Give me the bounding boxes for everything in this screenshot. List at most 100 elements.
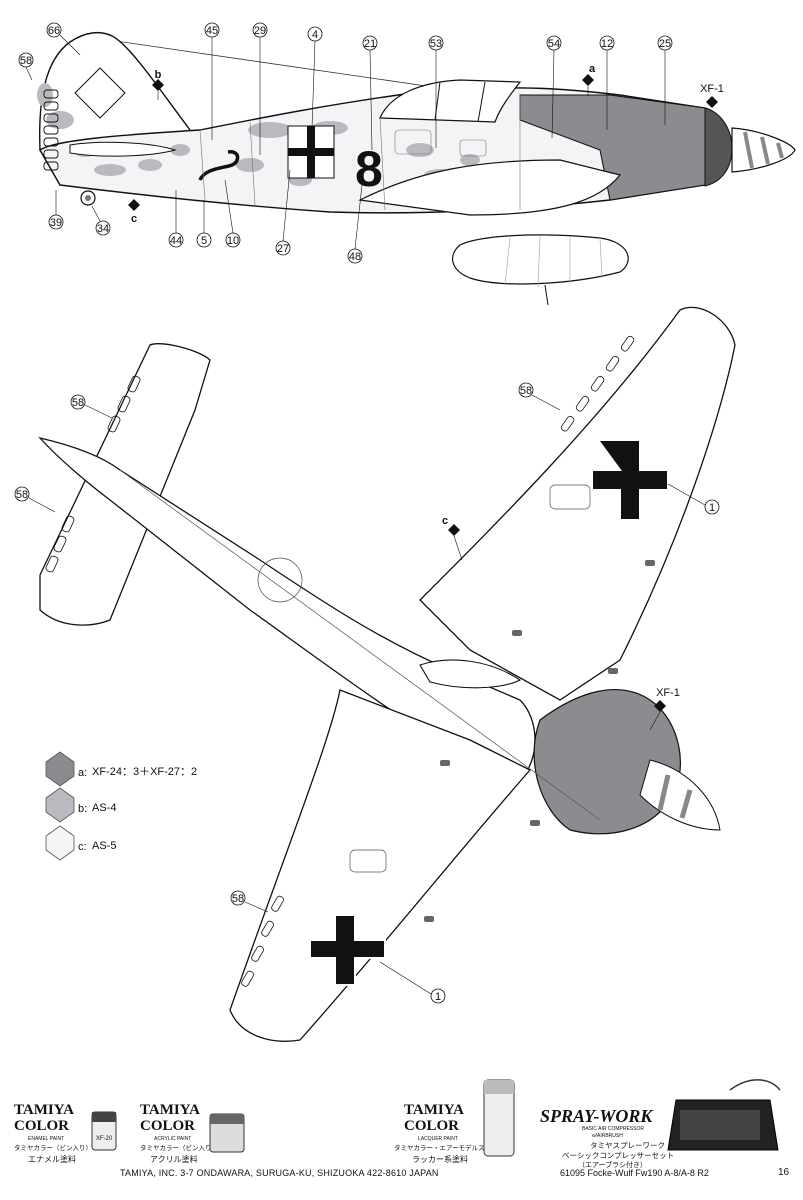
callout-1-lower: 1 — [379, 961, 446, 1004]
svg-text:1: 1 — [435, 991, 441, 1003]
svg-text:4: 4 — [312, 29, 318, 41]
svg-text:c: c — [131, 213, 137, 225]
svg-text:AS-5: AS-5 — [92, 840, 116, 852]
footer-address: TAMIYA, INC. 3-7 ONDAWARA, SURUGA-KU, SH… — [120, 1168, 439, 1178]
svg-text:ラッカー系塗料: ラッカー系塗料 — [412, 1154, 468, 1164]
svg-text:45: 45 — [206, 25, 218, 37]
callout-58-lower-wing: 58 — [230, 890, 269, 913]
callout-44: 44 — [168, 190, 184, 248]
callout-34: 34 — [91, 205, 111, 236]
color-tag-c-top: c — [442, 515, 463, 561]
svg-text:XF-24：3＋XF-27：2: XF-24：3＋XF-27：2 — [92, 766, 197, 778]
svg-text:c:: c: — [78, 841, 87, 853]
svg-text:ENAMEL PAINT: ENAMEL PAINT — [28, 1136, 64, 1142]
svg-text:10: 10 — [227, 235, 239, 247]
callout-5: 5 — [196, 200, 212, 248]
side-view-callouts: 58 66 45 29 4 21 53 54 12 25 39 34 44 5 … — [18, 22, 724, 264]
svg-text:a:: a: — [78, 767, 87, 779]
svg-text:58: 58 — [232, 893, 244, 905]
svg-text:LACQUER PAINT: LACQUER PAINT — [418, 1136, 458, 1142]
svg-text:（エアーブラシ付き）: （エアーブラシ付き） — [578, 1160, 647, 1169]
fuselage-cross — [287, 125, 335, 179]
callout-58-wing: 58 — [518, 382, 561, 411]
svg-text:TAMIYA: TAMIYA — [140, 1102, 200, 1118]
callout-66: 66 — [46, 22, 81, 56]
svg-text:タミヤスプレーワーク: タミヤスプレーワーク — [590, 1141, 665, 1150]
callout-53: 53 — [428, 35, 444, 148]
legend-item-b: b: AS-4 — [45, 787, 116, 823]
color-tag-xf1-top: XF-1 — [649, 687, 680, 731]
svg-text:TAMIYA: TAMIYA — [404, 1102, 464, 1118]
callout-39: 39 — [48, 190, 64, 230]
callout-48: 48 — [347, 184, 363, 264]
svg-text:ACRYLIC PAINT: ACRYLIC PAINT — [154, 1136, 191, 1142]
color-legend: a: XF-24：3＋XF-27：2 b: AS-4 c: AS-5 — [45, 751, 197, 861]
svg-text:XF-1: XF-1 — [656, 687, 680, 699]
svg-text:39: 39 — [50, 217, 62, 229]
svg-text:XF-20: XF-20 — [96, 1136, 113, 1142]
svg-text:58: 58 — [72, 397, 84, 409]
svg-text:タミヤカラー・エアーモデルスプレー: タミヤカラー・エアーモデルスプレー — [394, 1143, 504, 1152]
svg-text:BASIC AIR COMPRESSOR: BASIC AIR COMPRESSOR — [582, 1126, 644, 1132]
ad-enamel-paint: TAMIYA COLOR ENAMEL PAINT タミヤカラー（ビン入り） エ… — [14, 1102, 117, 1164]
svg-text:b:: b: — [78, 803, 87, 815]
svg-text:58: 58 — [20, 55, 32, 67]
callout-58: 58 — [18, 52, 34, 81]
top-view-callouts: 58 58 58 1 1 58 c XF-1 — [14, 382, 720, 1004]
svg-text:66: 66 — [48, 25, 60, 37]
color-tag-xf1: XF-1 — [700, 83, 724, 108]
ad-spray-work-compressor: SPRAY-WORK BASIC AIR COMPRESSOR w/AIRBRU… — [540, 1079, 781, 1169]
svg-text:1: 1 — [709, 502, 715, 514]
callout-45: 45 — [204, 22, 220, 140]
color-tag-c: c — [128, 199, 140, 225]
svg-text:27: 27 — [277, 243, 289, 255]
ad-lacquer-spray: TAMIYA COLOR LACQUER PAINT タミヤカラー・エアーモデル… — [394, 1079, 515, 1164]
svg-text:タミヤカラー（ビン入り）: タミヤカラー（ビン入り） — [14, 1143, 92, 1152]
svg-text:AS-4: AS-4 — [92, 802, 116, 814]
svg-text:COLOR: COLOR — [14, 1118, 69, 1134]
svg-text:b: b — [155, 69, 162, 81]
fuselage-number: 8 — [355, 141, 383, 197]
side-view-aircraft: 8 — [37, 31, 796, 306]
svg-text:29: 29 — [254, 25, 266, 37]
ad-acrylic-paint: TAMIYA COLOR ACRYLIC PAINT タミヤカラー（ビン入り） … — [140, 1102, 245, 1164]
svg-text:5: 5 — [201, 235, 207, 247]
callout-27: 27 — [275, 169, 291, 256]
footer-product-code: 61095 Focke-Wulf Fw190 A-8/A-8 R2 — [560, 1168, 709, 1178]
svg-text:53: 53 — [430, 38, 442, 50]
top-view-aircraft — [38, 306, 736, 1042]
color-tag-a: a — [582, 63, 596, 96]
svg-text:58: 58 — [16, 489, 28, 501]
legend-item-c: c: AS-5 — [45, 825, 116, 861]
svg-text:a: a — [589, 63, 596, 75]
svg-text:COLOR: COLOR — [404, 1118, 459, 1134]
svg-text:21: 21 — [364, 38, 376, 50]
page-number: 16 — [778, 1167, 790, 1178]
legend-item-a: a: XF-24：3＋XF-27：2 — [45, 751, 197, 787]
callout-12: 12 — [599, 35, 615, 130]
callout-21: 21 — [362, 35, 378, 151]
callout-10: 10 — [224, 179, 241, 248]
svg-text:XF-1: XF-1 — [700, 83, 724, 95]
svg-text:48: 48 — [349, 251, 361, 263]
color-tag-b: b — [152, 69, 164, 100]
svg-text:TAMIYA: TAMIYA — [14, 1102, 74, 1118]
callout-54: 54 — [546, 35, 562, 139]
lower-wing-cross — [309, 914, 386, 986]
svg-text:c: c — [442, 515, 448, 527]
svg-text:44: 44 — [170, 235, 182, 247]
svg-text:COLOR: COLOR — [140, 1118, 195, 1134]
svg-text:w/AIRBRUSH: w/AIRBRUSH — [592, 1133, 623, 1139]
svg-text:エナメル塗料: エナメル塗料 — [28, 1154, 76, 1164]
callout-29: 29 — [252, 22, 268, 155]
callout-58-tail-top: 58 — [70, 394, 113, 419]
callout-1-upper: 1 — [667, 483, 720, 515]
svg-text:SPRAY-WORK: SPRAY-WORK — [540, 1106, 654, 1126]
svg-text:34: 34 — [97, 223, 109, 235]
svg-text:ベーシックコンプレッサーセット: ベーシックコンプレッサーセット — [562, 1151, 674, 1160]
svg-text:58: 58 — [520, 385, 532, 397]
svg-text:54: 54 — [548, 38, 560, 50]
callout-4: 4 — [307, 26, 323, 129]
svg-text:25: 25 — [659, 38, 671, 50]
